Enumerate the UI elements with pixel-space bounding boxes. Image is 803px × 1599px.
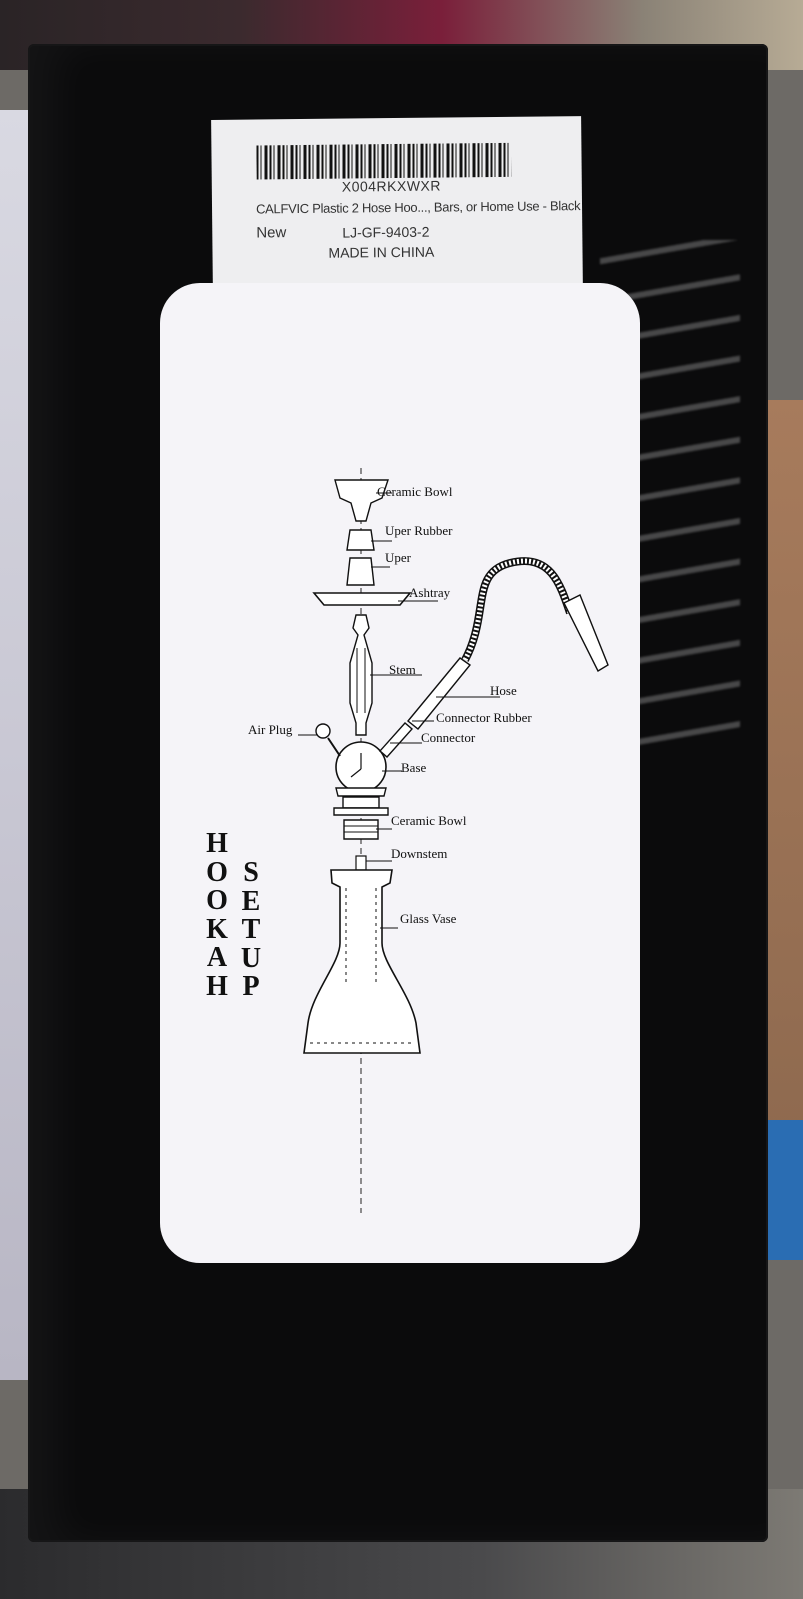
stem-shape	[349, 614, 373, 736]
label-downstem: Downstem	[391, 846, 447, 861]
air-plug-shape	[327, 737, 341, 757]
background-right-blue	[763, 1120, 803, 1260]
hose-handle-shape	[407, 657, 472, 730]
sticker-title: CALFVIC Plastic 2 Hose Hoo..., Bars, or …	[255, 198, 581, 217]
label-glass-vase: Glass Vase	[400, 911, 457, 926]
sticker-condition: New	[256, 224, 287, 242]
hookah-letter: A	[206, 942, 228, 973]
sticker-code: X004RKXWXR	[341, 177, 442, 195]
sticker-model: LJ-GF-9403-2	[342, 223, 430, 241]
fnsku-sticker: X004RKXWXR CALFVIC Plastic 2 Hose Hoo...…	[211, 116, 583, 292]
label-hose: Hose	[490, 683, 517, 698]
barcode-icon	[256, 142, 512, 180]
hookah-setup-diagram: Ceramic Bowl Uper Rubber Uper Ashtray St…	[248, 468, 609, 1213]
label-uper: Uper	[385, 550, 412, 565]
sticker-origin: MADE IN CHINA	[328, 243, 435, 261]
hookah-letter: O	[206, 885, 228, 916]
setup-letter: P	[242, 971, 260, 1002]
mouthpiece-shape	[563, 594, 609, 672]
setup-letter: T	[241, 914, 261, 945]
connector-shape	[379, 722, 413, 758]
label-stem: Stem	[389, 662, 416, 677]
label-air-plug: Air Plug	[248, 722, 293, 737]
ceramic-bowl-bottom-shape	[343, 819, 379, 840]
hookah-letter: K	[206, 913, 228, 945]
label-uper-rubber: Uper Rubber	[385, 523, 453, 538]
label-connector-rubber: Connector Rubber	[436, 710, 532, 725]
label-base: Base	[401, 760, 427, 775]
ceramic-bowl-top-shape	[334, 479, 389, 522]
label-ashtray: Ashtray	[409, 585, 451, 600]
setup-letter: S	[243, 857, 259, 888]
label-ceramic-bowl-bottom: Ceramic Bowl	[391, 813, 467, 828]
hookah-letter: H	[206, 828, 228, 859]
ashtray-shape	[312, 592, 412, 606]
uper-rubber-shape	[346, 529, 375, 551]
uper-shape	[346, 557, 375, 586]
label-connector: Connector	[421, 730, 476, 745]
instruction-card	[160, 283, 640, 1263]
hookah-letter: O	[206, 856, 228, 888]
downstem-shape	[355, 855, 367, 871]
setup-letter: U	[240, 942, 262, 974]
setup-letter: E	[241, 885, 261, 917]
hookah-letter: H	[206, 970, 228, 1002]
label-ceramic-bowl-top: Ceramic Bowl	[377, 484, 453, 499]
glass-vase-shape	[303, 869, 421, 1054]
